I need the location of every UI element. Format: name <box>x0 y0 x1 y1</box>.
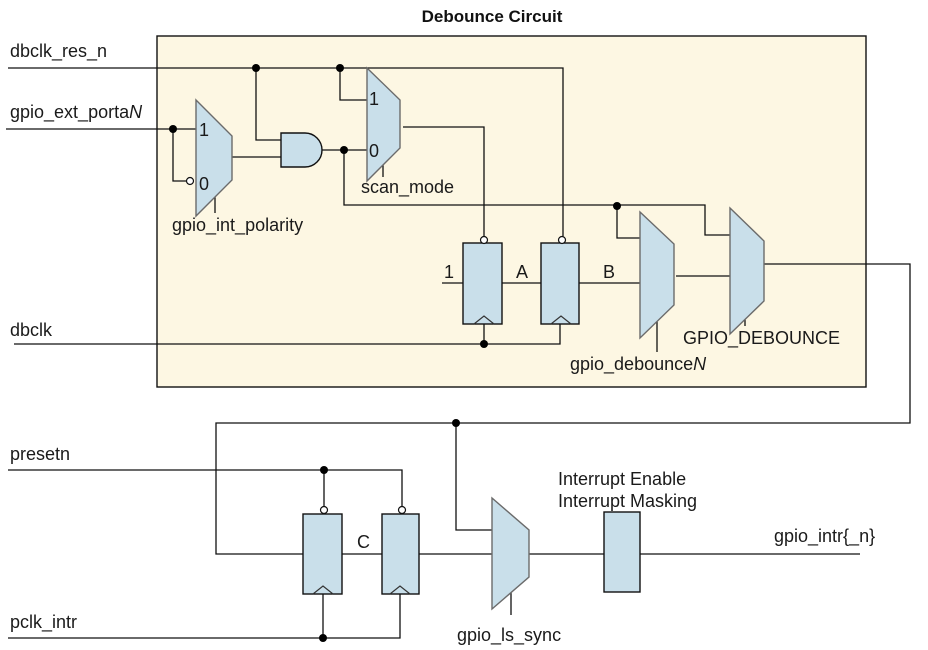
wire-pclk-intr <box>8 594 401 639</box>
label-interrupt-enable: Interrupt Enable <box>558 469 686 489</box>
scan-mux-input-1: 1 <box>369 89 379 109</box>
wire-presetn <box>8 469 403 508</box>
label-scan-mode: scan_mode <box>361 177 454 198</box>
wire-res-to-and <box>255 68 281 141</box>
sync-ff1-reset-bubble <box>319 505 329 515</box>
label-interrupt-masking: Interrupt Masking <box>558 491 697 511</box>
label-gpio-int-polarity: gpio_int_polarity <box>172 215 303 236</box>
label-gpio-intr-output: gpio_intr{_n} <box>774 526 875 547</box>
wire-res-to-scan-mux <box>339 68 367 101</box>
junction-dot <box>252 64 260 72</box>
polarity-mux <box>195 98 233 218</box>
wire-bypass-to-debounce-mux <box>616 205 640 239</box>
flip-flop-2 <box>540 242 580 325</box>
wires-debounce <box>6 67 911 555</box>
label-const-one: 1 <box>444 262 454 282</box>
gpio-debounce-prefix: gpio_debounce <box>570 354 693 375</box>
junction-dot <box>336 64 344 72</box>
wire-debounce-out <box>215 263 911 555</box>
wire-bypass-to-ls-mux <box>455 423 492 531</box>
junction-dot <box>452 419 460 427</box>
wire-scan-mux-out <box>403 126 485 236</box>
signal-label-pclk-intr: pclk_intr <box>10 612 77 633</box>
label-node-c: C <box>357 532 370 552</box>
signal-label-gpio-ext-porta: gpio_ext_portaN <box>10 102 143 123</box>
wire-dbclk-res-n <box>8 67 564 236</box>
junction-dot <box>319 634 327 642</box>
flip-flop-1 <box>462 242 503 325</box>
diagram-title: Debounce Circuit <box>422 7 563 26</box>
gpio-ext-porta-suffix: N <box>129 102 143 122</box>
signal-label-dbclk-res-n: dbclk_res_n <box>10 41 107 62</box>
scan-mux-input-0: 0 <box>369 141 379 161</box>
ls-sync-mux <box>491 496 530 611</box>
junction-dot <box>320 466 328 474</box>
polarity-mux-input-1: 1 <box>199 120 209 140</box>
and-gate <box>280 132 323 168</box>
wires-sync <box>8 423 860 639</box>
gpio-debounce-suffix: N <box>693 354 707 374</box>
junction-dot <box>169 125 177 133</box>
ff1-clock-icon <box>473 315 495 325</box>
junction-dot <box>340 146 348 154</box>
sync-ff2-reset-bubble <box>397 505 407 515</box>
label-gpio-ls-sync: gpio_ls_sync <box>457 625 561 646</box>
sync-flip-flop-2 <box>381 513 420 595</box>
junction-dot <box>613 202 621 210</box>
debounce-mux <box>639 210 675 340</box>
sync-flip-flop-1 <box>302 513 343 595</box>
label-gpio-debounce: gpio_debounceN <box>570 354 707 375</box>
label-node-b: B <box>603 262 615 282</box>
label-node-a: A <box>516 262 528 282</box>
junction-dot <box>480 340 488 348</box>
ff2-clock-icon <box>550 315 572 325</box>
gpio-debounce-mux <box>729 206 765 336</box>
gpio-ext-porta-prefix: gpio_ext_porta <box>10 102 130 123</box>
wire-porta-inverted <box>172 129 186 182</box>
sync-ff1-clock-icon <box>312 585 334 595</box>
interrupt-enable-masking-block <box>603 511 641 593</box>
inverter-bubble <box>185 176 195 186</box>
scan-mode-mux <box>366 66 401 183</box>
signal-label-dbclk: dbclk <box>10 320 53 340</box>
wire-and-bypass <box>343 150 730 236</box>
signal-label-presetn: presetn <box>10 444 70 464</box>
ff1-reset-bubble <box>479 235 489 245</box>
polarity-mux-input-0: 0 <box>199 174 209 194</box>
ff2-reset-bubble <box>557 235 567 245</box>
sync-ff2-clock-icon <box>389 585 411 595</box>
debounce-circuit-region <box>156 35 867 388</box>
label-GPIO-DEBOUNCE: GPIO_DEBOUNCE <box>683 328 840 349</box>
